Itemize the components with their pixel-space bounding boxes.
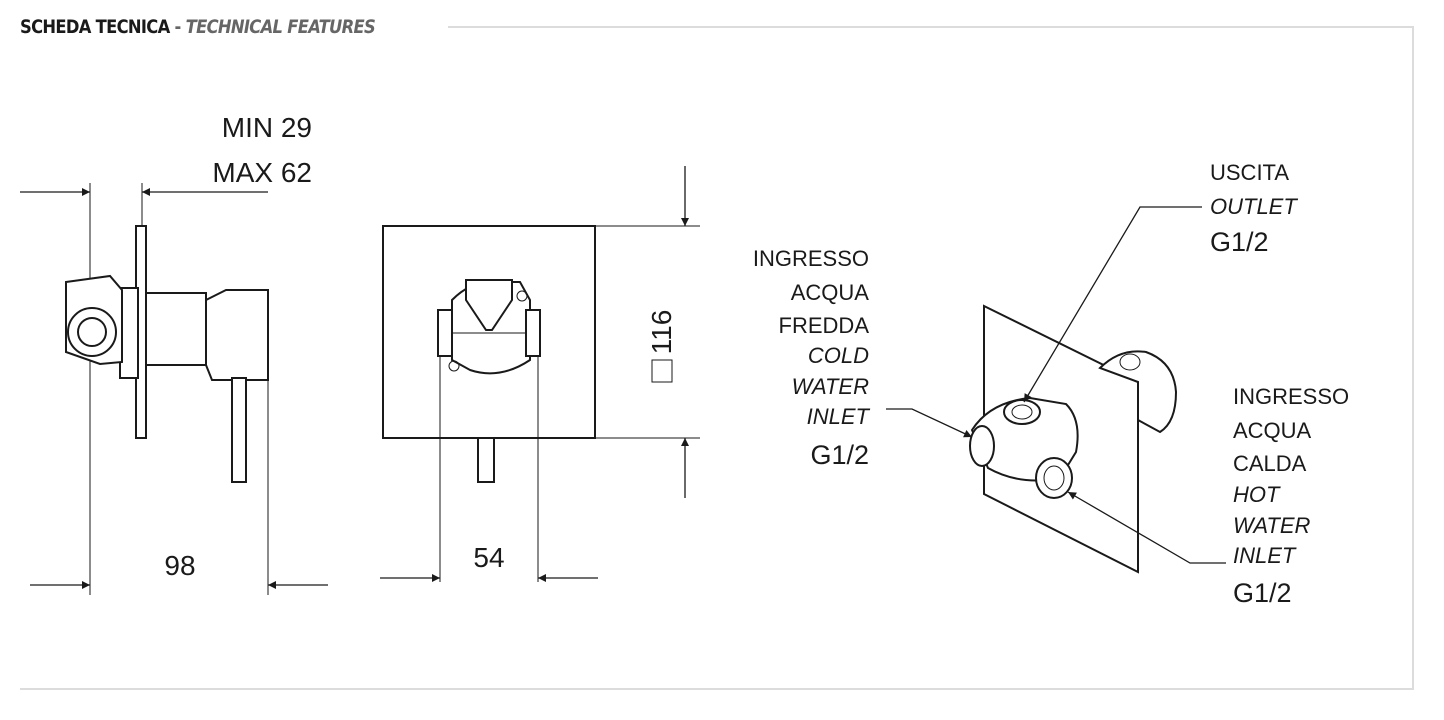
cold-label-en-2: WATER [792, 374, 870, 399]
frame-top-line [448, 26, 1414, 28]
front-screw-top [516, 290, 528, 302]
side-lever [231, 377, 247, 483]
cold-thread: G1/2 [810, 440, 869, 470]
iso-outlet-ring [1003, 399, 1041, 425]
outlet-thread: G1/2 [1210, 227, 1269, 257]
iso-cartridge [1098, 350, 1178, 434]
hot-label-en-1: HOT [1233, 482, 1281, 507]
iso-hot-inlet-bore [1043, 465, 1065, 491]
front-hot-connector [525, 309, 541, 357]
front-screw-bottom [448, 360, 460, 372]
hot-label-en-3: INLET [1233, 543, 1297, 568]
iso-view: USCITA OUTLET G1/2 INGRESSO ACQUA FREDDA… [753, 160, 1349, 608]
dim-min-depth: MIN 29 [222, 112, 312, 143]
side-inlet-bore [77, 317, 107, 347]
cold-label-it-3: FREDDA [779, 313, 870, 338]
dim-plate-size-value: 116 [646, 310, 677, 355]
dim-length: 98 [164, 550, 195, 581]
cold-label-it-1: INGRESSO [753, 246, 869, 271]
iso-cold-inlet [969, 425, 995, 467]
cold-inlet-label: INGRESSO ACQUA FREDDA COLD WATER INLET G… [753, 246, 871, 470]
dim-spacing: 54 [473, 542, 504, 573]
hot-label-it-1: INGRESSO [1233, 384, 1349, 409]
hot-thread: G1/2 [1233, 578, 1292, 608]
iso-hot-inlet [1035, 457, 1073, 499]
header-separator: - [169, 16, 186, 38]
hot-label-it-3: CALDA [1233, 451, 1307, 476]
hot-label-en-2: WATER [1233, 513, 1311, 538]
dim-plate-size: 116 [646, 310, 677, 355]
outlet-label-en: OUTLET [1210, 194, 1298, 219]
outlet-label-it: USCITA [1210, 160, 1289, 185]
sheet-header: SCHEDA TECNICA - TECHNICAL FEATURES [20, 12, 386, 42]
square-symbol [651, 359, 673, 383]
side-view: MIN 29 MAX 62 98 [20, 112, 328, 595]
hot-label-it-2: ACQUA [1233, 418, 1312, 443]
outlet-leader [1023, 206, 1202, 403]
side-cartridge [145, 292, 207, 366]
front-outlet-fitting [465, 279, 513, 331]
side-handle-body [205, 289, 269, 381]
header-subtitle: TECHNICAL FEATURES [185, 16, 376, 38]
cold-label-en-3: INLET [807, 404, 871, 429]
iso-outlet-bore [1011, 404, 1033, 420]
drawing-frame [20, 26, 1414, 690]
dim-max-depth: MAX 62 [212, 157, 312, 188]
front-cold-connector [437, 309, 453, 357]
header-title: SCHEDA TECNICA [20, 16, 170, 38]
hot-leader [1067, 491, 1226, 564]
iso-cartridge-hole [1119, 353, 1141, 371]
cold-label-en-1: COLD [808, 343, 869, 368]
front-lever [477, 437, 495, 483]
hot-inlet-label: INGRESSO ACQUA CALDA HOT WATER INLET G1/… [1233, 384, 1349, 608]
front-view: 116 54 [380, 166, 700, 582]
cold-leader [886, 408, 973, 438]
cold-label-it-2: ACQUA [791, 280, 870, 305]
